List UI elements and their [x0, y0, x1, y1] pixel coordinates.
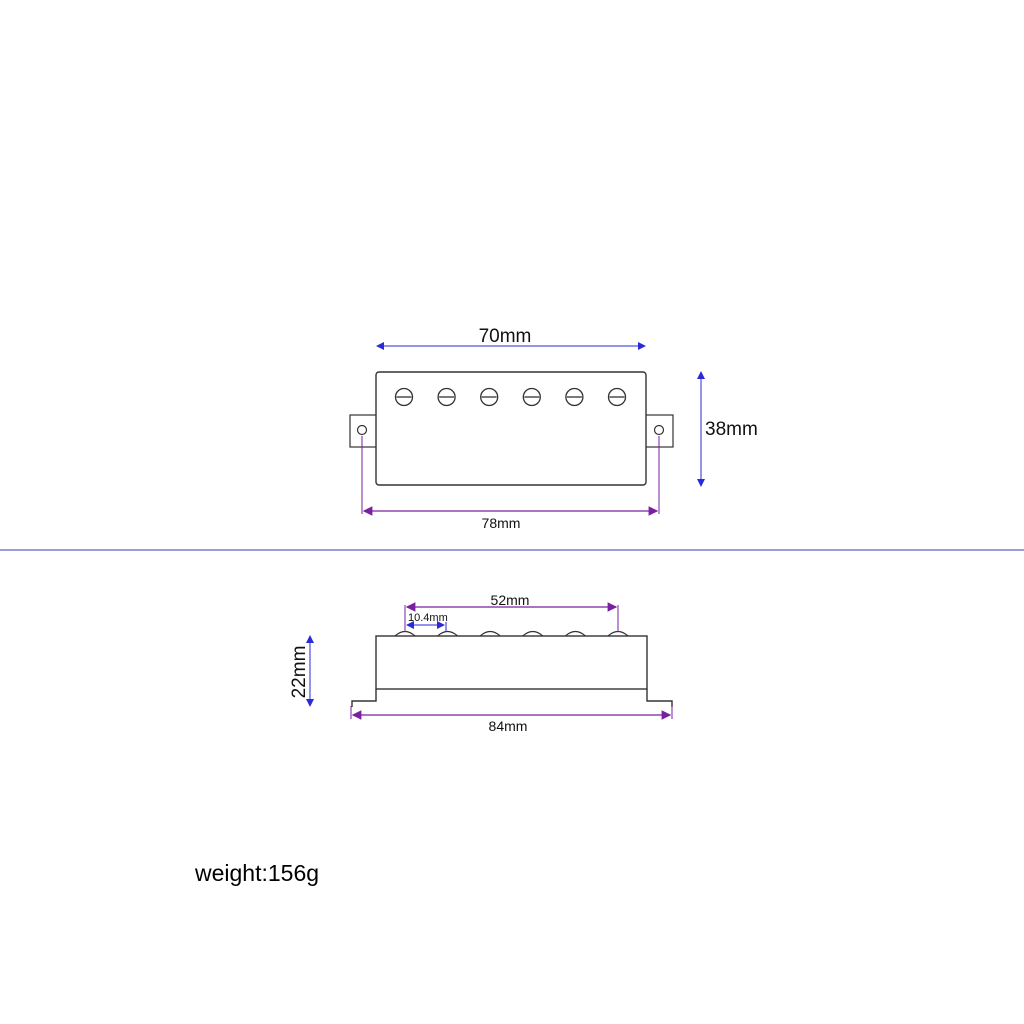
- pole-screw-icon: [394, 387, 414, 407]
- pole-screw-icon: [522, 387, 541, 407]
- pole-screw-icon: [607, 387, 627, 407]
- mounting-hole-right: [653, 424, 665, 436]
- pole-top-icon: [437, 630, 459, 637]
- mounting-hole-left: [356, 424, 368, 436]
- pickup-cover-top: [375, 371, 647, 486]
- pole-screw-icon: [437, 387, 456, 407]
- label-overall-length: 78mm: [482, 515, 521, 531]
- pickup-body-side: [375, 635, 648, 690]
- label-cover-length: 70mm: [479, 326, 532, 347]
- pole-screw-icon: [480, 387, 499, 407]
- base-plate: [351, 689, 673, 707]
- label-height: 22mm: [289, 646, 310, 699]
- top-view: 70mm 38mm 78mm: [349, 326, 758, 531]
- side-view: 52mm 10.4mm 22mm 84mm: [289, 592, 673, 734]
- weight-label: weight:156g: [195, 860, 320, 886]
- label-base-length: 84mm: [489, 718, 528, 734]
- mounting-ear-left: [349, 414, 379, 448]
- pole-top-icon: [564, 630, 586, 637]
- pole-screw-icon: [565, 387, 584, 407]
- top-pole-pieces: [394, 387, 627, 407]
- label-pole-spacing: 10.4mm: [408, 612, 448, 624]
- pole-top-icon: [479, 630, 501, 637]
- label-width: 38mm: [705, 419, 758, 440]
- label-pole-span: 52mm: [491, 592, 530, 608]
- pole-top-icon: [522, 630, 544, 637]
